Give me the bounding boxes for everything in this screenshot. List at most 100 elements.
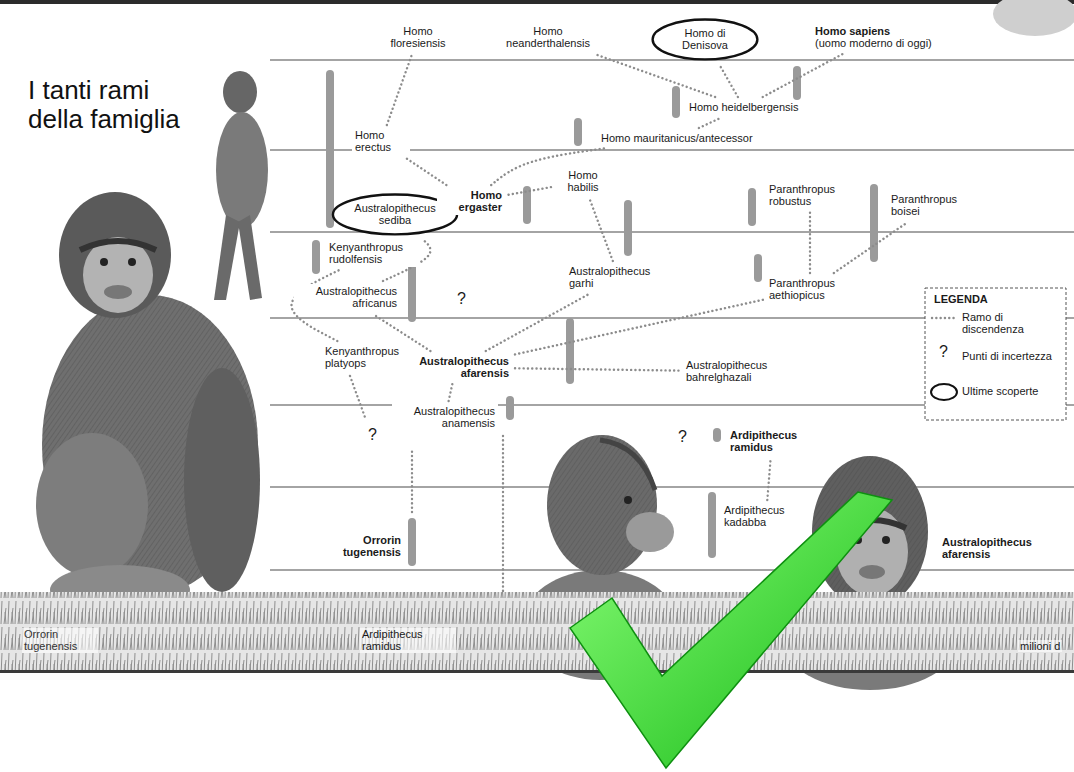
- species-name: Homo mauritanicus/antecessor: [601, 132, 753, 144]
- species-name: Homo erectus: [355, 129, 407, 154]
- descent-branch: [515, 300, 763, 355]
- species-label: Australopithecus africanus: [294, 284, 400, 311]
- time-range-bar: [708, 492, 716, 558]
- species-name: Paranthropus robustus: [769, 183, 851, 208]
- legend-uncertainty-sample: ?: [937, 343, 950, 361]
- legend-box: [925, 288, 1066, 420]
- figure-face: [83, 237, 153, 313]
- time-gridline: [270, 317, 1074, 318]
- species-label: Paranthropus aethiopicus: [766, 276, 854, 303]
- time-range-bar: [408, 262, 416, 322]
- figure-nose: [859, 565, 885, 579]
- uncertainty-mark: ?: [455, 290, 468, 308]
- species-name: Homo ergaster: [440, 189, 502, 214]
- time-gridline: [270, 569, 1074, 570]
- species-name: Australopithecus garhi: [569, 265, 669, 290]
- species-name: Paranthropus boisei: [891, 193, 973, 218]
- species-label: Australopithecus bahrelghazali: [683, 358, 789, 385]
- figure-leg: [214, 215, 240, 300]
- species-label: Homo ergaster: [437, 188, 505, 215]
- descent-branch: [763, 54, 843, 97]
- descent-branch: [834, 222, 908, 273]
- ground-line: [0, 670, 1074, 673]
- figure-body: [216, 112, 268, 228]
- figure-caption: Australopithecus afarensis: [940, 536, 1044, 561]
- uncertainty-mark: ?: [366, 426, 379, 444]
- figure-brow: [80, 241, 156, 250]
- species-name: Kenyanthropus rudolfensis: [329, 241, 417, 266]
- species-label: Paranthropus boisei: [888, 192, 976, 219]
- figure-knee: [36, 433, 148, 577]
- time-range-bar: [312, 240, 320, 274]
- legend-ellipse-sample: [931, 384, 957, 400]
- descent-branch: [809, 212, 811, 273]
- diagram-title: I tanti rami della famiglia: [28, 76, 198, 133]
- time-range-bar: [574, 118, 582, 146]
- legend-entry: Punti di incertezza: [962, 350, 1052, 362]
- species-label: Homo mauritanicus/antecessor: [598, 131, 756, 145]
- species-label: Homo neanderthalensis: [495, 24, 601, 51]
- species-name: Homo floresiensis: [382, 25, 454, 50]
- descent-branch: [699, 117, 722, 128]
- species-label: Australopithecus anamensis: [392, 404, 498, 431]
- species-label: Ardipithecus kadabba: [721, 503, 811, 530]
- descent-branch: [508, 187, 551, 195]
- species-name: Paranthropus aethiopicus: [769, 277, 851, 302]
- species-name: Homo sapiens: [815, 25, 932, 37]
- time-gridline: [270, 59, 1074, 60]
- legend-line-sample: [932, 317, 956, 319]
- time-range-bar: [754, 254, 762, 282]
- figure-caption: Orrorin tugenensis: [22, 628, 98, 653]
- ellipse-outline: [653, 19, 758, 59]
- top-border: [0, 0, 1074, 4]
- grass-ground: [0, 592, 1074, 672]
- figure-brow: [600, 440, 655, 490]
- species-label: Orrorin tugenensis: [324, 533, 404, 560]
- uncertainty-mark: ?: [676, 428, 689, 446]
- descent-branch: [767, 458, 770, 500]
- figure-snout: [626, 512, 674, 552]
- time-range-bar: [713, 428, 721, 442]
- species-label: Ardipithecus ramidus: [727, 428, 817, 455]
- time-range-bar: [408, 518, 416, 566]
- species-name: Orrorin tugenensis: [327, 534, 401, 559]
- species-name: Australopithecus bahrelghazali: [686, 359, 786, 384]
- foot-drawing: [993, 0, 1074, 36]
- species-label: Homo floresiensis: [379, 24, 457, 51]
- figure-eye: [624, 496, 632, 504]
- open-branch: [411, 448, 413, 512]
- descent-branch: [406, 158, 447, 185]
- species-label: Homo heidelbergensis: [686, 100, 801, 114]
- figure-head: [223, 71, 257, 113]
- seated-hominid: [36, 192, 260, 615]
- species-label: Homo habilis: [554, 168, 612, 195]
- standing-hominid: [214, 71, 268, 300]
- species-name: Australopithecus africanus: [297, 285, 397, 310]
- time-range-bar: [748, 188, 756, 226]
- descent-branch: [719, 64, 738, 97]
- figure-eye: [128, 258, 136, 266]
- legend-text: Ramo di discendenza: [962, 311, 1024, 335]
- descent-branch: [589, 198, 613, 261]
- figure-leg: [238, 215, 262, 300]
- time-range-bar: [506, 396, 514, 420]
- time-range-bar: [566, 318, 574, 384]
- time-range-bar: [672, 86, 680, 118]
- species-label: Kenyanthropus rudolfensis: [326, 240, 420, 267]
- figure-eye: [882, 536, 890, 544]
- descent-branch: [449, 384, 453, 401]
- species-label: Paranthropus robustus: [766, 182, 854, 209]
- time-gridline: [270, 486, 1074, 487]
- time-range-bar: [326, 70, 334, 228]
- discovery-ellipse: Homo di Denisova: [651, 18, 759, 61]
- species-name: Ardipithecus kadabba: [724, 504, 808, 529]
- figure-caption: Ardipithecus ramidus: [360, 628, 456, 653]
- descent-branch: [387, 54, 412, 125]
- legend-text: Punti di incertezza: [962, 350, 1052, 362]
- legend-heading: LEGENDA: [932, 293, 990, 305]
- axis-unit: milioni d: [1018, 640, 1062, 652]
- species-label: Australopithecus garhi: [566, 264, 672, 291]
- species-label: Homo erectus: [352, 128, 410, 155]
- open-branch: [502, 436, 504, 600]
